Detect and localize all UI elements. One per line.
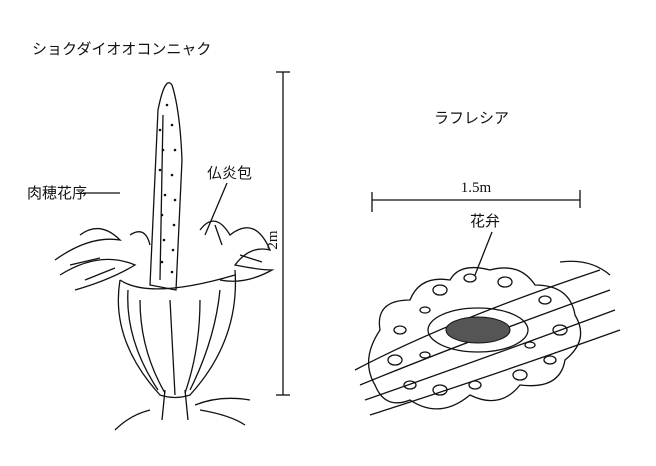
amorphophallus-title: ショクダイオオコンニャク bbox=[32, 40, 211, 58]
width-label: 1.5m bbox=[461, 180, 492, 196]
amorphophallus-illustration bbox=[54, 82, 275, 431]
rafflesia-title: ラフレシア bbox=[434, 109, 509, 127]
petal-label: 花弁 bbox=[470, 212, 500, 230]
spathe-label: 仏炎包 bbox=[207, 164, 252, 182]
spathe-leader bbox=[204, 182, 228, 236]
rafflesia-illustration bbox=[354, 260, 621, 416]
spadix-label: 肉穂花序 bbox=[27, 184, 87, 202]
width-scale bbox=[371, 190, 581, 212]
height-scale bbox=[276, 71, 290, 396]
height-label: 2m bbox=[265, 230, 281, 250]
